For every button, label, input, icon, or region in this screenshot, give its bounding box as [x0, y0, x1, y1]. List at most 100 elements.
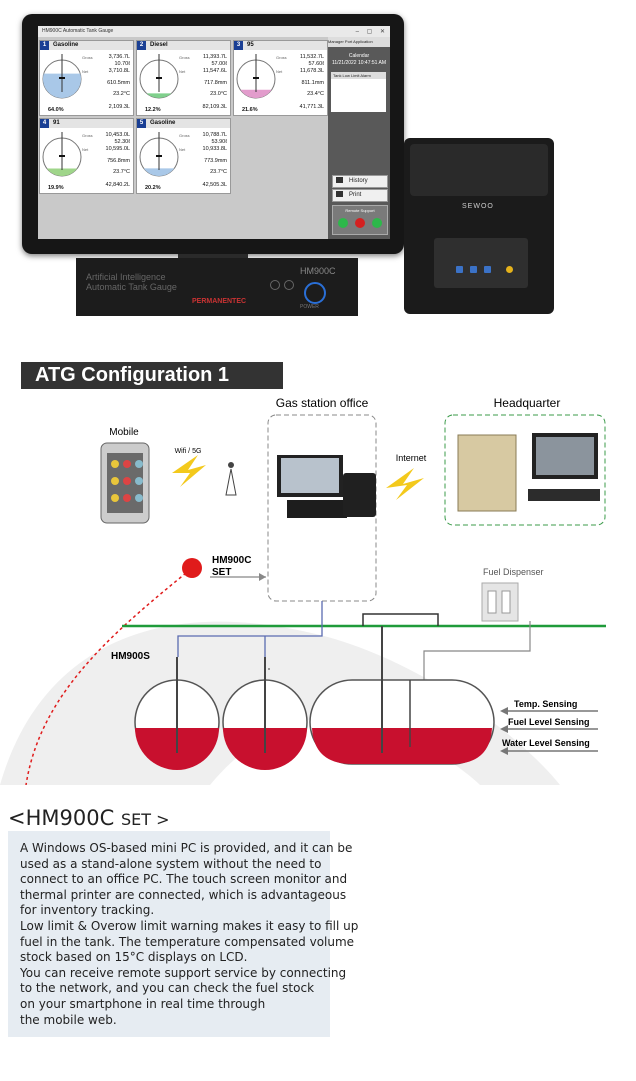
mini-pc: Artificial Intelligence Automatic Tank G…	[76, 258, 358, 316]
pc-model: HM900C	[300, 266, 336, 276]
clock: Calendar 11/21/2022 10:47:51 AM	[328, 53, 390, 67]
tank-gross: 3,736.7L	[108, 54, 130, 60]
server-icon	[457, 434, 517, 512]
tank-temp: 23.7°C	[113, 169, 130, 175]
office-printer-icon	[343, 473, 376, 517]
tank-temp: 23.2°C	[113, 91, 130, 97]
tank-1	[134, 657, 220, 770]
tank-ullage: 41,771.3L	[299, 104, 324, 110]
description-line: stock based on 15°C displays on LCD.	[20, 950, 248, 965]
gross-label: Gross	[82, 55, 93, 60]
green-led-icon[interactable]	[338, 218, 348, 228]
printer-lid	[410, 144, 548, 196]
tank-ullage: 2,109.3L	[108, 104, 130, 110]
printer-button-icon[interactable]	[470, 266, 477, 273]
tank-gauge-icon	[139, 132, 179, 177]
tank-net: 10,933.8L	[202, 146, 227, 152]
description-box: A Windows OS-based mini PC is provided, …	[8, 831, 358, 1037]
net-label: Net	[179, 147, 186, 152]
tank-gauge-icon	[236, 54, 276, 99]
tank-fuel-name: 95	[247, 42, 254, 48]
power-label: POWER	[300, 304, 319, 310]
wifi-label: Wifi / 5G	[175, 448, 202, 455]
tank-net: 11,547.6L	[202, 68, 227, 74]
power-button-icon[interactable]	[304, 282, 326, 304]
clock-title: Calendar	[348, 53, 370, 59]
hq-box	[444, 414, 606, 526]
tank-water: 53.90ℓ	[211, 139, 227, 145]
green-led-icon[interactable]	[372, 218, 382, 228]
tank-fuel-name: Diesel	[150, 42, 168, 48]
printer-button-icon[interactable]	[456, 266, 463, 273]
tank-2	[222, 657, 308, 770]
tank-number: 2	[137, 41, 146, 50]
tank-3	[309, 626, 495, 765]
antenna-icon	[225, 468, 237, 496]
gross-label: Gross	[179, 133, 190, 138]
side-panel: Manager Port Application Calendar 11/21/…	[328, 37, 390, 239]
printer-logo: SEWOO	[462, 203, 494, 210]
tank-header: 4 91	[40, 119, 133, 128]
window-titlebar: HM900C Automatic Tank Gauge – ▢ ✕	[38, 26, 390, 37]
net-label: Net	[179, 69, 186, 74]
window-title: HM900C Automatic Tank Gauge	[42, 28, 114, 34]
tank-water: 57.00ℓ	[211, 61, 227, 67]
description-line: You can receive remote support service b…	[20, 965, 347, 980]
tank-water: 52.30ℓ	[114, 139, 130, 145]
brand-logo: PERMANENTEC	[192, 298, 247, 305]
remote-support-label: Remote Support	[345, 208, 375, 213]
tank-height: 717.8mm	[204, 80, 227, 86]
tank-gauge-icon	[42, 132, 82, 177]
tank-height: 610.5mm	[107, 80, 130, 86]
manhole-icon	[362, 613, 439, 626]
print-button[interactable]: Print	[332, 189, 388, 202]
history-icon	[336, 177, 343, 184]
internet-label: Internet	[396, 453, 427, 463]
wireless-bolt-icon	[172, 455, 206, 487]
tank-temp: 23.7°C	[210, 169, 227, 175]
print-icon	[336, 191, 343, 198]
internet-bolt-icon	[386, 468, 424, 500]
description-title-main: <HM900C	[8, 806, 115, 830]
mobile-label: Mobile	[109, 427, 139, 438]
description-title: <HM900C SET >	[8, 806, 169, 830]
tank-water: 57.60ℓ	[308, 61, 324, 67]
monitor-stand	[178, 254, 248, 260]
gross-label: Gross	[82, 133, 93, 138]
tank-number: 3	[234, 41, 243, 50]
tank-gross: 11,393.7L	[202, 54, 227, 60]
dispenser-label: Fuel Dispenser	[483, 567, 544, 577]
red-led-icon[interactable]	[355, 218, 365, 228]
tank-number: 4	[40, 119, 49, 128]
printer-button-icon[interactable]	[484, 266, 491, 273]
set-connector	[25, 572, 187, 785]
tank-fuel-name: 91	[53, 120, 60, 126]
pc-caption-line2: Automatic Tank Gauge	[86, 282, 177, 292]
printer-led-icon	[506, 266, 513, 273]
hq-monitor-screen	[536, 437, 594, 475]
window-controls-icon[interactable]: – ▢ ✕	[355, 29, 388, 35]
description-line: to the network, and you can check the fu…	[20, 981, 315, 996]
tank-height: 756.8mm	[107, 158, 130, 164]
alarm-box: Tank Low Limit Alarm	[331, 72, 386, 112]
office-monitor-screen	[281, 458, 339, 493]
tank-percent: 21.6%	[242, 107, 258, 113]
history-button[interactable]: History	[332, 175, 388, 188]
set-label-line1: HM900C	[212, 555, 251, 566]
phone-tank-icons	[111, 460, 143, 502]
water-label: Water Level Sensing	[502, 738, 590, 748]
description-line: fuel in the tank. The temperature compen…	[20, 934, 355, 949]
side-menu[interactable]: Manager Port Application	[328, 37, 390, 47]
tank-percent: 19.9%	[48, 185, 64, 191]
set-label-line2: SET	[212, 567, 231, 578]
description-line: A Windows OS-based mini PC is provided, …	[20, 841, 353, 855]
status-led-icon	[284, 280, 294, 290]
sensor-label: HM900S	[111, 651, 150, 662]
